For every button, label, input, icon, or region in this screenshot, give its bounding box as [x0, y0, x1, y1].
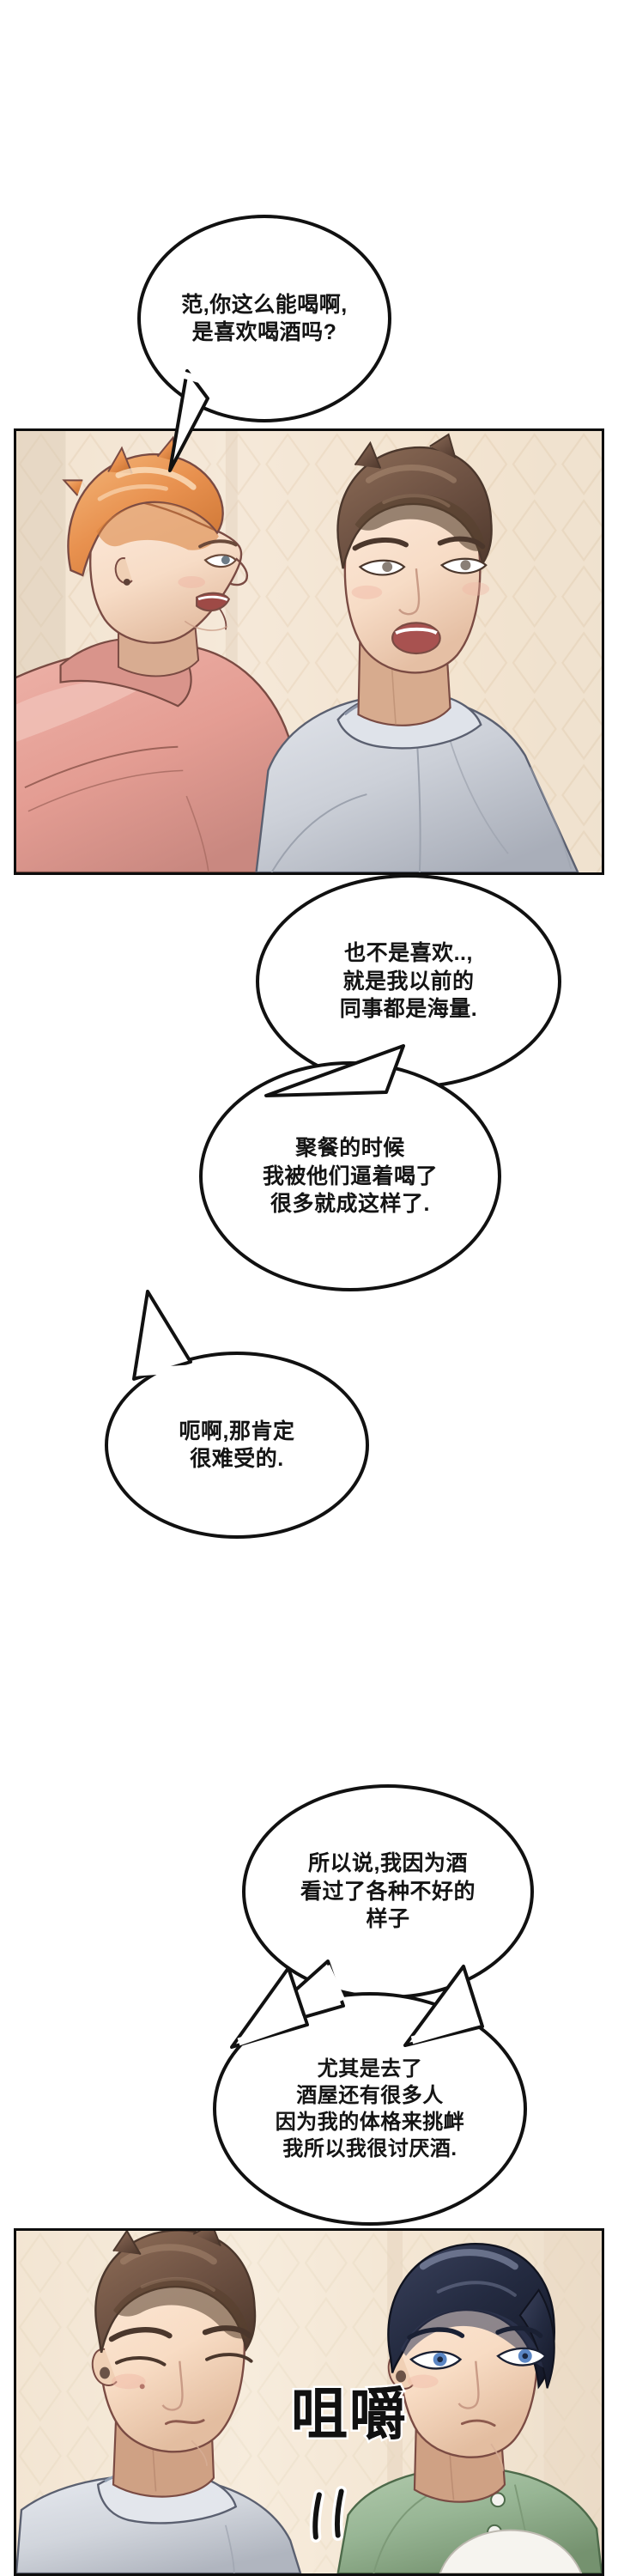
bubble-1-text: 范,你这么能喝啊, 是喜欢喝酒吗? — [181, 292, 348, 345]
comic-panel-1 — [14, 428, 604, 875]
bubble-3-text: 聚餐的时候 我被他们逼着喝了 很多就成这样了. — [262, 1136, 438, 1217]
bubble-4-tail — [132, 1290, 192, 1381]
bubble-1-tail — [168, 369, 213, 472]
sfx-text-outline: 咀嚼 — [289, 2379, 409, 2450]
panel-1-artwork — [16, 431, 602, 872]
sfx-text: 咀嚼 — [291, 2381, 408, 2447]
bubble-2-text: 也不是喜欢.., 就是我以前的 同事都是海量. — [339, 941, 478, 1022]
speech-bubble-3: 聚餐的时候 我被他们逼着喝了 很多就成这样了. — [199, 1061, 501, 1291]
bubble-2-tail — [264, 1044, 405, 1097]
bubble-6-tail — [230, 1965, 484, 2049]
bubble-4-text: 呃啊,那肯定 很难受的. — [179, 1419, 295, 1472]
bubble-6-text: 尤其是去了 酒屋还有很多人 因为我的体格来挑衅 我所以我很讨厌酒. — [275, 2057, 465, 2161]
panel-2-artwork — [16, 2231, 602, 2573]
bubble-5-text: 所以说,我因为酒 看过了各种不好的 样子 — [300, 1851, 476, 1932]
speech-bubble-2: 也不是喜欢.., 就是我以前的 同事都是海量. — [256, 874, 561, 1089]
comic-panel-2: 咀嚼 咀嚼 — [14, 2228, 604, 2576]
speech-bubble-1: 范,你这么能喝啊, 是喜欢喝酒吗? — [137, 215, 391, 422]
speech-bubble-4: 呃啊,那肯定 很难受的. — [105, 1352, 369, 1539]
